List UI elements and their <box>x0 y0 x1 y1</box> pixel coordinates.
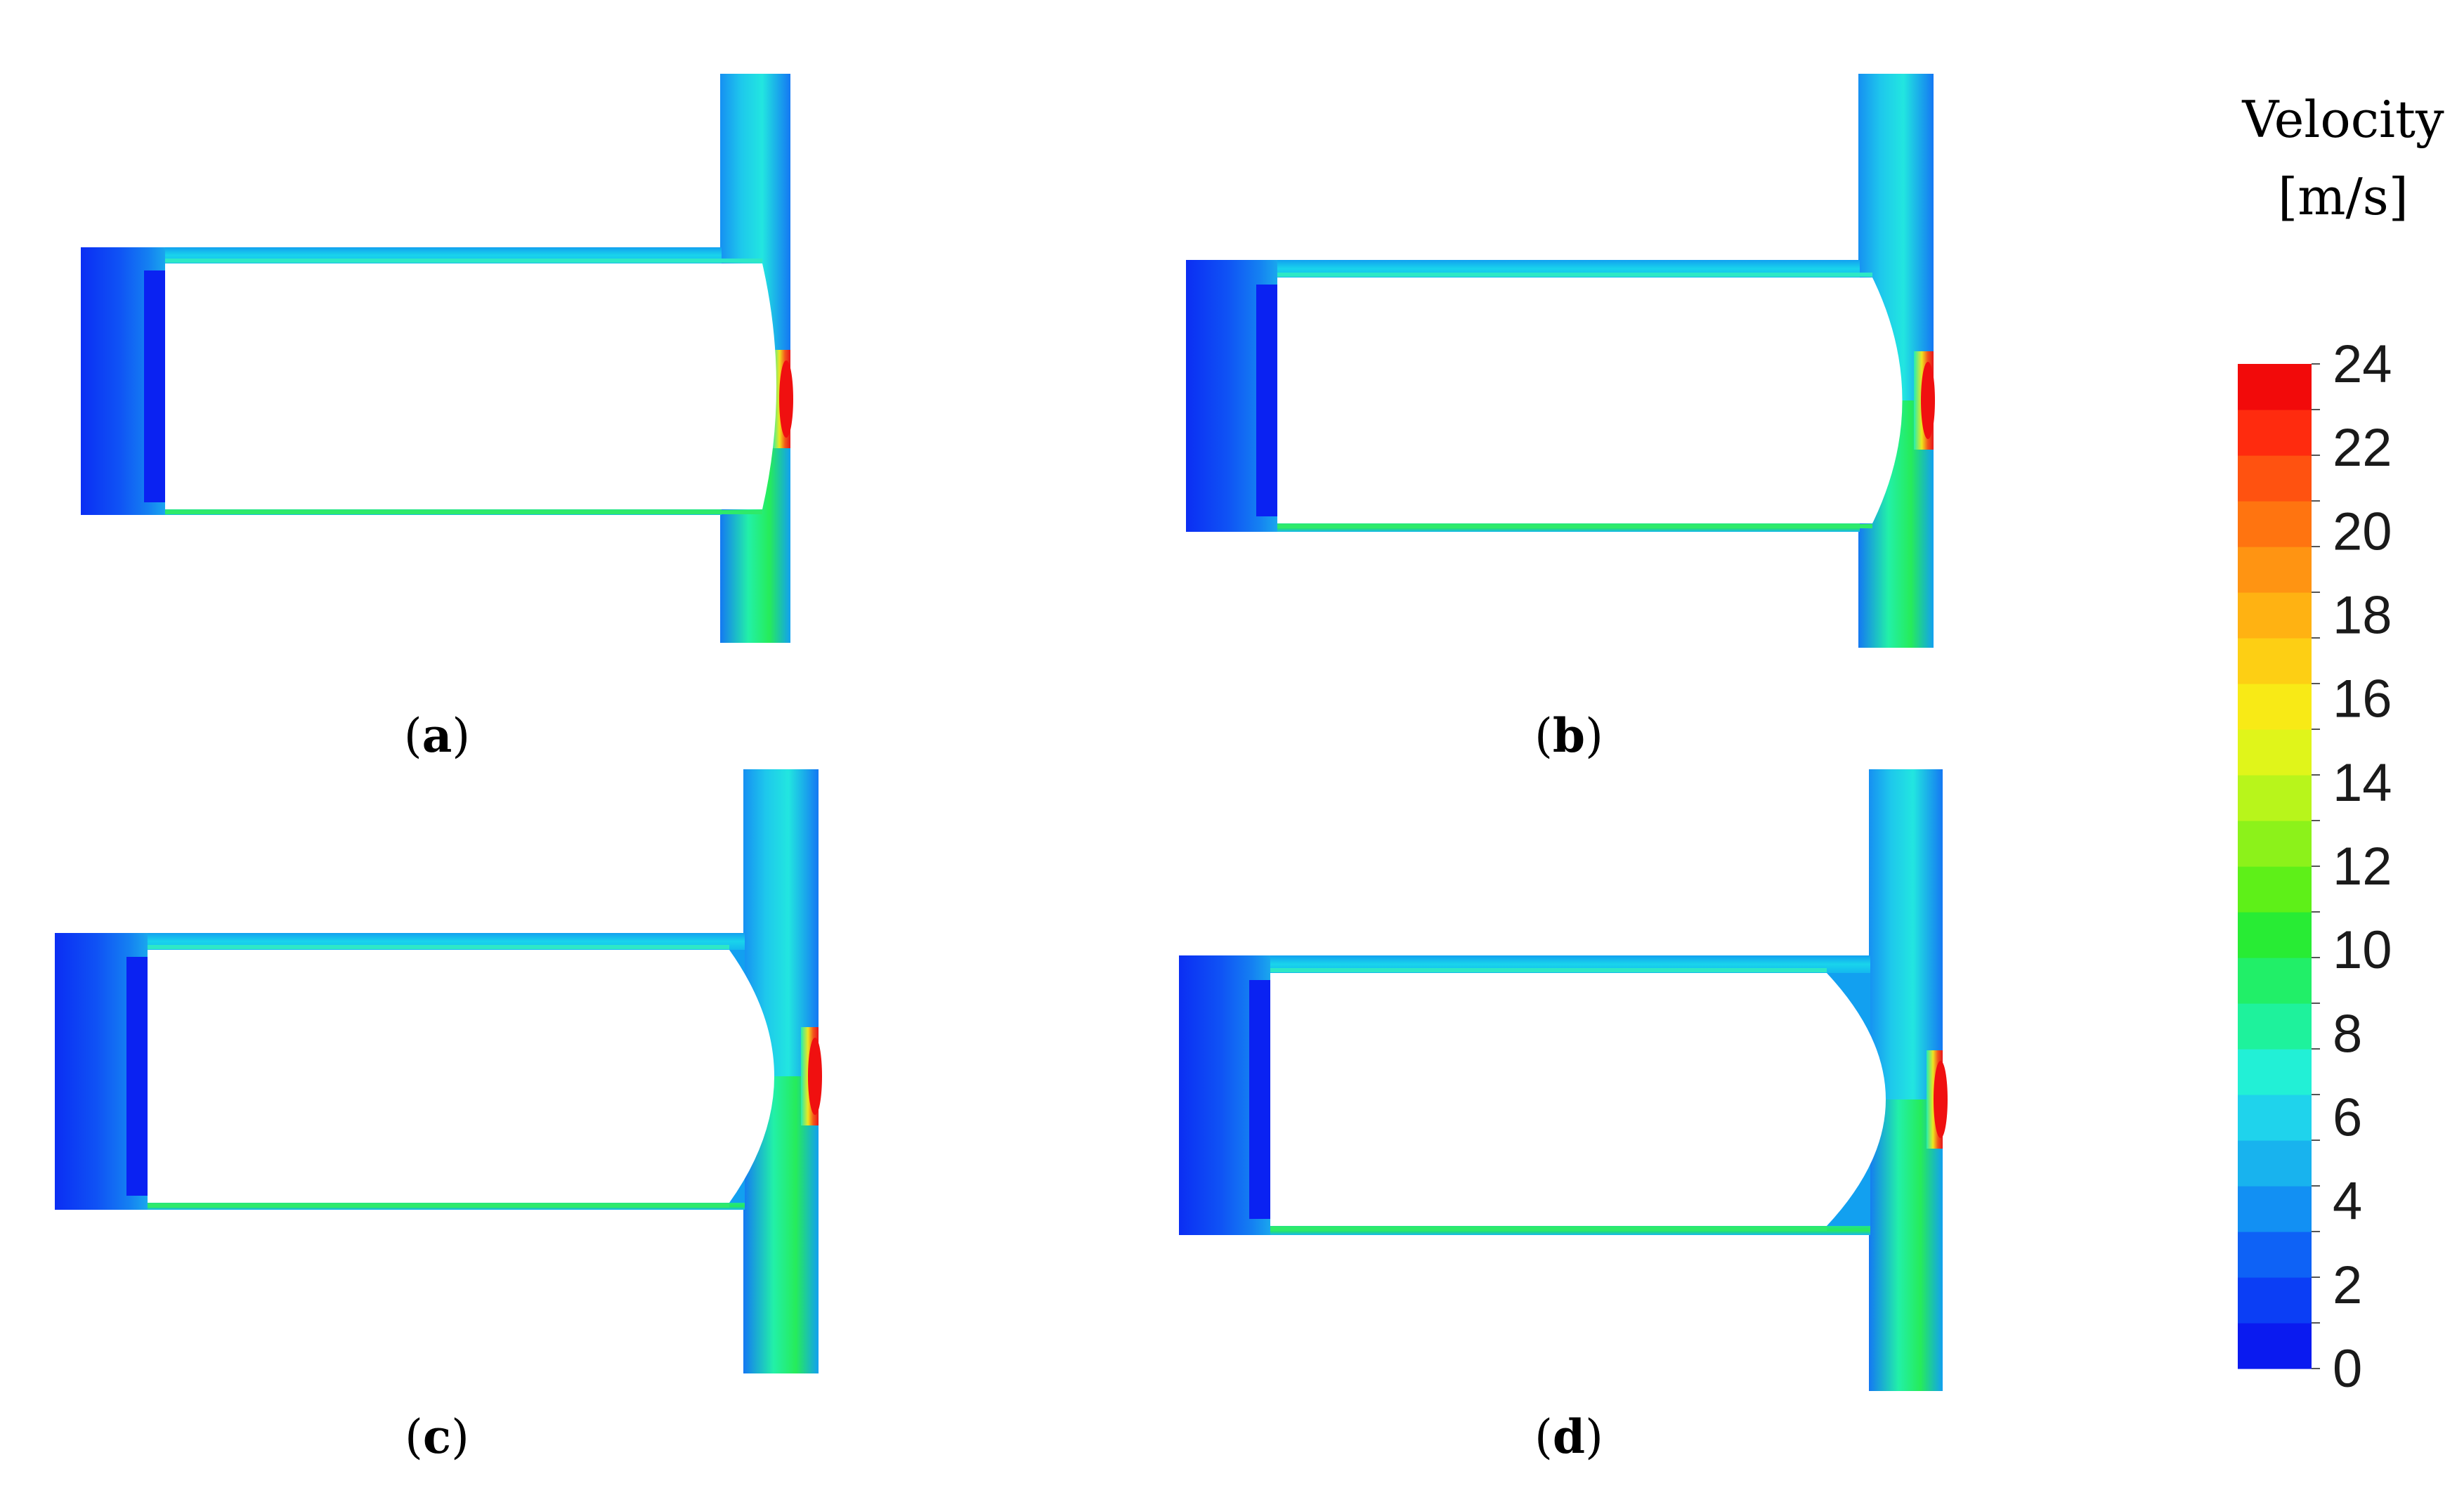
colorbar-segment <box>2238 775 2312 821</box>
colorbar-segment <box>2238 455 2312 502</box>
peak-velocity-zone <box>1921 362 1935 439</box>
colorbar-segment <box>2238 912 2312 958</box>
colorbar-segment <box>2238 364 2312 410</box>
contour-panel-c <box>27 762 822 1380</box>
left-wall-low-velocity <box>144 270 165 502</box>
colorbar-segment <box>2238 410 2312 456</box>
colorbar-segment <box>2238 866 2312 913</box>
panel-label-d: (d) <box>1534 1409 1603 1464</box>
panel-label-c: (c) <box>405 1409 469 1464</box>
colorbar-tick-label: 24 <box>2333 334 2392 394</box>
contour-panel-d <box>1151 762 1948 1398</box>
colorbar-tick-label: 8 <box>2333 1004 2362 1064</box>
colorbar-tick-label: 2 <box>2333 1255 2362 1315</box>
left-wall-low-velocity <box>1249 980 1270 1219</box>
colorbar-segment <box>2238 1095 2312 1141</box>
contour-panel-a <box>53 67 793 650</box>
legend-title: Velocity <box>2241 90 2444 149</box>
colorbar-tick-label: 14 <box>2333 753 2392 813</box>
background-bottom <box>1151 1235 1869 1398</box>
colorbar-segment <box>2238 1140 2312 1187</box>
colorbar <box>2238 364 2312 1369</box>
colorbar-tick-label: 22 <box>2333 418 2392 478</box>
colorbar-segment <box>2238 1003 2312 1050</box>
colorbar-segment <box>2238 1323 2312 1369</box>
colorbar-tick-label: 20 <box>2333 502 2392 561</box>
peak-velocity-zone <box>1934 1061 1948 1138</box>
panel-label-a: (a) <box>404 708 470 763</box>
colorbar-segment <box>2238 1186 2312 1232</box>
left-wall-low-velocity <box>1256 285 1277 516</box>
colorbar-segment <box>2238 501 2312 547</box>
peak-velocity-zone <box>779 360 793 438</box>
colorbar-segment <box>2238 821 2312 867</box>
inner-body <box>1270 973 1886 1226</box>
colorbar-tick-label: 18 <box>2333 586 2392 646</box>
contour-panels <box>27 67 1948 1398</box>
inner-body <box>148 950 774 1203</box>
colorbar-tick-label: 16 <box>2333 670 2392 729</box>
colorbar-segment <box>2238 547 2312 593</box>
colorbar-segment <box>2238 1049 2312 1095</box>
left-wall-low-velocity <box>126 957 148 1196</box>
colorbar-tick-label: 6 <box>2333 1088 2362 1148</box>
legend-unit: [m/s] <box>2278 167 2408 226</box>
colorbar-tick-label: 0 <box>2333 1339 2362 1399</box>
inner-body <box>1277 278 1903 523</box>
colorbar-segment <box>2238 729 2312 776</box>
background-bottom <box>27 1210 743 1380</box>
colorbar-segment <box>2238 638 2312 684</box>
colorbar-segment <box>2238 1232 2312 1278</box>
colorbar-segment <box>2238 592 2312 639</box>
peak-velocity-zone <box>808 1038 822 1115</box>
background-top <box>53 67 720 247</box>
colorbar-segment <box>2238 958 2312 1004</box>
colorbar-segment <box>2238 684 2312 730</box>
upper-pipe-flow <box>1869 769 1943 1099</box>
background-bottom <box>1158 532 1858 655</box>
background-top <box>27 762 743 933</box>
panel-label-b: (b) <box>1534 708 1603 763</box>
background-top <box>1151 762 1869 955</box>
colorbar-segment <box>2238 1277 2312 1324</box>
colorbar-tick-label: 12 <box>2333 837 2392 896</box>
background-bottom <box>53 515 720 650</box>
inner-body <box>165 263 776 509</box>
background-top <box>1158 67 1858 260</box>
contour-panel-b <box>1158 67 1935 655</box>
colorbar-tick-label: 4 <box>2333 1172 2362 1232</box>
colorbar-tick-label: 10 <box>2333 920 2392 980</box>
